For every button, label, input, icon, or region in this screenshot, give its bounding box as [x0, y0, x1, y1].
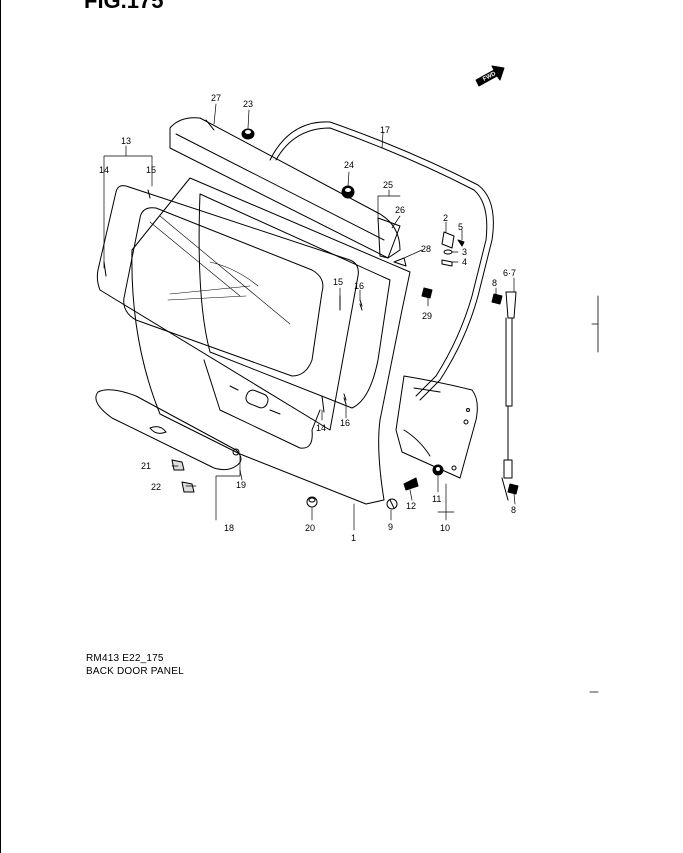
callout-17: 17: [380, 125, 390, 135]
side-bracket-part-10: [395, 375, 478, 479]
callout-12: 12: [406, 501, 416, 511]
clip-part-19: [232, 448, 240, 456]
screw-part-5: [457, 239, 465, 247]
gas-strut-part-6-7: [501, 291, 517, 501]
registration-marks: [589, 295, 599, 693]
stud-part-16a: [359, 299, 363, 311]
callout-5: 5: [458, 222, 463, 232]
callout-22: 22: [151, 482, 161, 492]
bolt-part-8a: [491, 293, 503, 305]
callout-16b: 16: [340, 418, 350, 428]
callout-29: 29: [422, 311, 432, 321]
callout-3: 3: [462, 247, 467, 257]
screw-part-12: [403, 477, 419, 491]
callout-8b: 8: [511, 505, 516, 515]
callout-14b: 14: [316, 423, 326, 433]
nut-part-4: [441, 259, 453, 267]
lock-part-2: [441, 231, 455, 249]
callout-11: 11: [432, 494, 441, 504]
clip-part-15a: [147, 189, 151, 199]
callout-23: 23: [243, 99, 253, 109]
callout-16a: 16: [354, 281, 364, 291]
cap-part-21: [171, 459, 185, 471]
grommet-part-23: [241, 128, 255, 140]
callout-20: 20: [305, 523, 315, 533]
leader-lines: [103, 103, 516, 531]
callout-1: 1: [351, 533, 356, 543]
callout-10: 10: [440, 523, 450, 533]
callout-27: 27: [211, 93, 221, 103]
grommet-part-24: [341, 185, 355, 199]
callout-15a: 15: [146, 165, 156, 175]
callout-21: 21: [141, 461, 151, 471]
screw-part-29: [421, 287, 433, 299]
callout-15b: 15: [333, 277, 343, 287]
trim-part-25-26: [377, 217, 401, 259]
callout-24: 24: [344, 160, 354, 170]
callout-2: 2: [443, 213, 448, 223]
callout-28: 28: [421, 244, 431, 254]
cap-part-22: [181, 481, 195, 493]
callout-6-7: 6·7: [503, 268, 516, 278]
license-garnish-part-18: [95, 389, 242, 471]
callout-8a: 8: [492, 278, 497, 288]
callout-13: 13: [121, 136, 131, 146]
callout-9: 9: [388, 522, 393, 532]
bumper-part-20: [306, 496, 318, 508]
stopper-part-9: [386, 498, 398, 510]
stud-part-16b: [343, 393, 347, 405]
caption-code: RM413 E22_175: [86, 653, 164, 664]
clip-part-28: [393, 257, 407, 267]
callout-25: 25: [383, 180, 393, 190]
callout-labels: 27 23 17 13 14 15 24 25 26 2 5 28 3 4 6·…: [99, 93, 516, 543]
spoiler-part-27: [169, 117, 401, 259]
callout-19: 19: [236, 480, 246, 490]
callout-4: 4: [462, 257, 467, 267]
callout-18: 18: [224, 523, 234, 533]
weatherstrip-part-17: [269, 121, 494, 401]
figure-title: FIG.175: [84, 0, 164, 13]
callout-14a: 14: [99, 165, 109, 175]
caption-name: BACK DOOR PANEL: [86, 666, 184, 677]
back-door-panel-part-1: [131, 177, 411, 505]
bolt-part-11: [432, 464, 444, 476]
clip-part-14b: [321, 395, 325, 413]
bolt-part-8b: [507, 483, 519, 495]
callout-26: 26: [395, 205, 405, 215]
fwd-arrow-icon: FWD: [475, 65, 505, 87]
washer-part-3: [443, 249, 453, 255]
page-border: [0, 0, 1, 853]
back-door-glass-part-13: [96, 185, 359, 431]
